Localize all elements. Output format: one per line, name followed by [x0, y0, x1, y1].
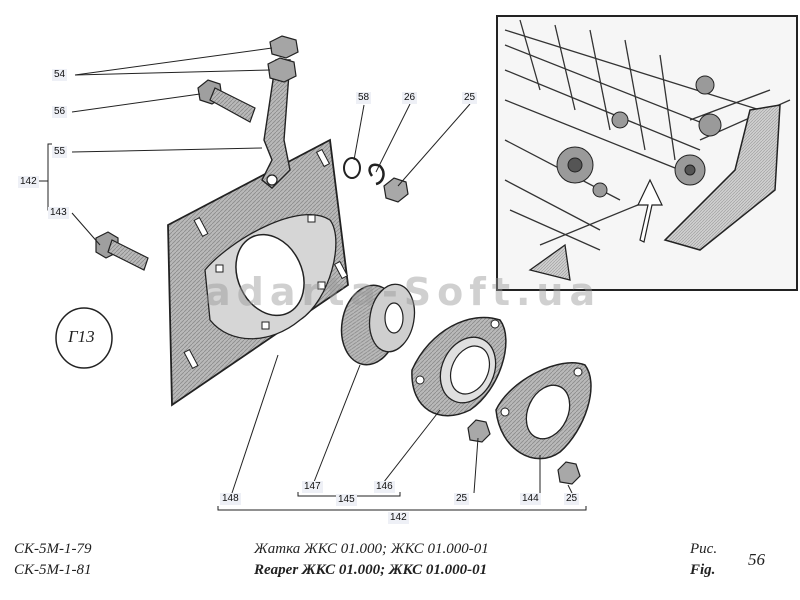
footer-fig-number: 56 — [748, 550, 765, 569]
bearing-housing-146 — [411, 316, 507, 417]
callout-142-bottom: 142 — [388, 512, 409, 524]
nut-25-middle — [467, 419, 491, 443]
callout-146: 146 — [374, 481, 395, 493]
callout-58: 58 — [356, 92, 372, 104]
bolt-56 — [197, 79, 256, 123]
callout-145: 145 — [336, 494, 357, 506]
footer-title-ru: Жатка ЖКС 01.000; ЖКС 01.000-01 — [254, 541, 489, 557]
bolt-143 — [95, 231, 149, 271]
footer-code-1: СК-5М-1-79 — [14, 541, 92, 557]
callout-54: 54 — [52, 69, 68, 81]
footer-code-2: СК-5М-1-81 — [14, 562, 92, 578]
footer-fig-ru: Рис. — [690, 541, 718, 557]
view-circle — [55, 307, 113, 369]
callout-56: 56 — [52, 106, 68, 118]
callout-144: 144 — [520, 493, 541, 505]
callout-26: 26 — [402, 92, 418, 104]
flange-144 — [495, 362, 592, 460]
nut-25-right — [557, 461, 581, 485]
footer-fig-en: Fig. — [690, 562, 716, 578]
reaper-inset-view — [496, 15, 798, 291]
callout-142-left: 142 — [18, 176, 39, 188]
mounting-plate — [167, 138, 349, 407]
hook-bolt-55 — [261, 35, 299, 189]
callout-55: 55 — [52, 146, 68, 158]
bearing-147 — [340, 283, 416, 366]
leader-lines — [34, 47, 587, 511]
view-label: Г13 — [68, 327, 95, 346]
callout-143: 143 — [48, 207, 69, 219]
washer-nut-set — [343, 157, 409, 203]
watermark: adarta-Soft.ua — [205, 270, 602, 314]
footer-title-en: Reaper ЖКС 01.000; ЖКС 01.000-01 — [254, 562, 488, 578]
callout-25-right: 25 — [564, 493, 580, 505]
callout-148: 148 — [220, 493, 241, 505]
callout-25-middle: 25 — [454, 493, 470, 505]
callout-147: 147 — [302, 481, 323, 493]
callout-25-top: 25 — [462, 92, 478, 104]
